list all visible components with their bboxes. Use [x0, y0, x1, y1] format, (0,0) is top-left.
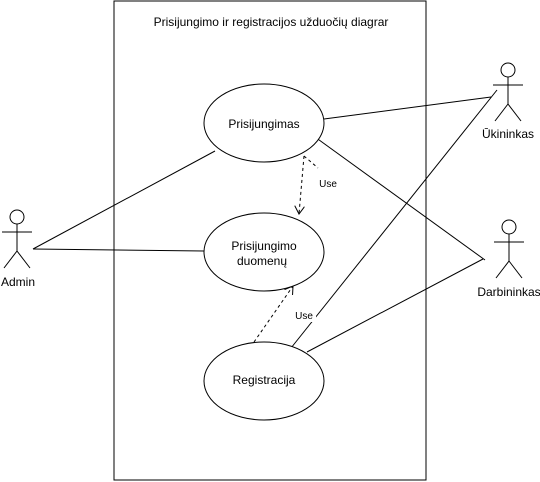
- assoc-registration-farmer: [290, 89, 498, 349]
- assoc-registration-worker: [306, 258, 484, 353]
- assoc-login-farmer: [323, 96, 492, 120]
- associations: [32, 89, 498, 353]
- actor-worker[interactable]: [494, 219, 524, 279]
- actor-admin[interactable]: [2, 209, 32, 269]
- use-label-bg-top: [316, 176, 340, 190]
- actor-worker-label: Darbininkas: [477, 285, 540, 299]
- use-case-login-data-label-2: duomenų: [237, 254, 287, 268]
- use-arrow-registration-to-data: [253, 286, 293, 343]
- use-arrow-login-to-data: [299, 155, 304, 214]
- assoc-admin-login-data: [32, 248, 205, 252]
- assoc-admin-login: [32, 150, 216, 250]
- use-case-login-data-label-1: Prisijungimo: [231, 239, 297, 253]
- use-case-registration[interactable]: Registracija: [203, 341, 325, 421]
- use-case-login-data[interactable]: Prisijungimo duomenų: [203, 212, 325, 292]
- system-title: Prisijungimo ir registracijos užduočių d…: [154, 15, 389, 29]
- actor-farmer[interactable]: [493, 62, 523, 122]
- actor-admin-label: Admin: [1, 275, 35, 289]
- assoc-login-worker: [314, 136, 486, 261]
- use-label-top: Use: [319, 179, 337, 190]
- use-case-login[interactable]: Prisijungimas: [203, 83, 325, 163]
- actor-farmer-label: Ūkininkas: [482, 127, 534, 141]
- use-label-bg-bottom: [292, 308, 316, 322]
- dependencies: [253, 155, 319, 343]
- use-case-login-label: Prisijungimas: [228, 117, 299, 131]
- use-label-bottom: Use: [295, 311, 313, 322]
- use-case-registration-label: Registracija: [233, 373, 296, 387]
